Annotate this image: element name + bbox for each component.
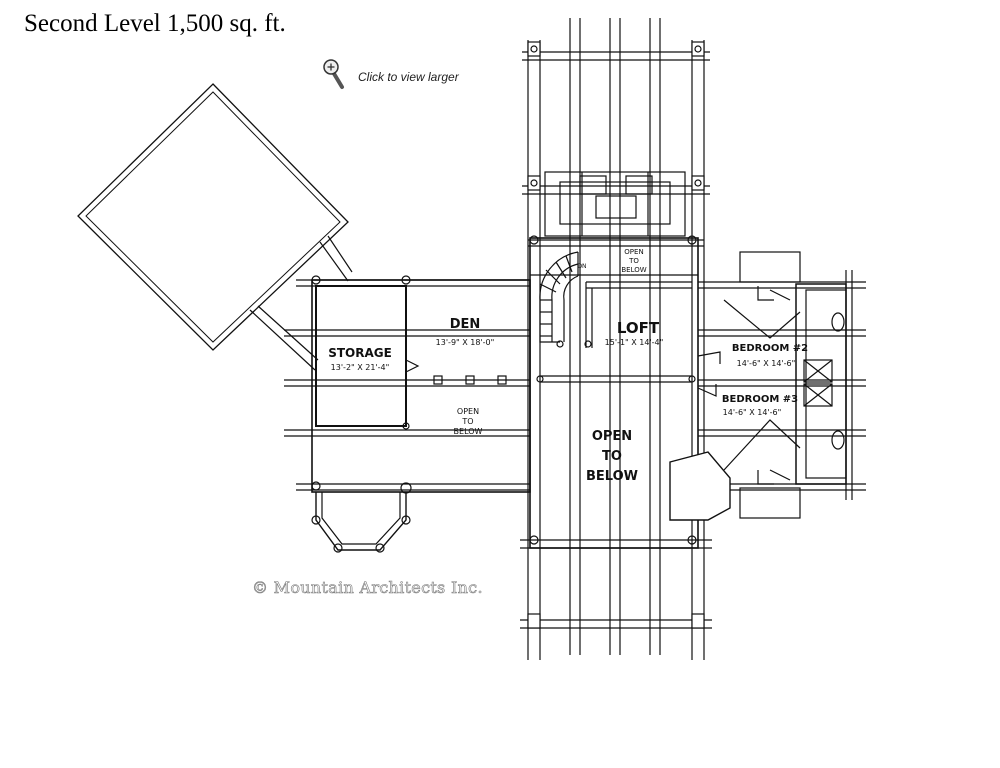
storage-dims: 13'-2" X 21'-4": [331, 363, 390, 372]
bedroom-wing: [697, 251, 866, 519]
den-dims: 13'-9" X 18'-0": [436, 338, 495, 347]
open-den-1: OPEN: [457, 407, 479, 416]
page-title: Second Level 1,500 sq. ft.: [24, 10, 286, 37]
storage-label: STORAGE: [328, 346, 392, 360]
copyright-watermark: © Mountain Architects Inc.: [252, 578, 483, 598]
curved-stair: [539, 251, 579, 343]
open-main-2: TO: [602, 449, 622, 464]
open-main-1: OPEN: [592, 429, 632, 444]
bedroom2-dims: 14'-6" X 14'-6": [737, 359, 796, 368]
octagon-bay: [311, 492, 411, 553]
open-top-2: TO: [628, 257, 639, 265]
upper-deck: [528, 171, 704, 247]
view-larger-link[interactable]: Click to view larger: [322, 58, 459, 90]
bedroom2-label: BEDROOM #2: [732, 343, 808, 354]
open-main-3: BELOW: [586, 469, 638, 484]
open-den-2: TO: [461, 417, 473, 426]
room-labels: DEN 13'-9" X 18'-0" STORAGE 13'-2" X 21'…: [328, 248, 808, 484]
bedroom3-dims: 14'-6" X 14'-6": [723, 408, 782, 417]
loft-label: LOFT: [617, 319, 660, 337]
posts: [527, 41, 705, 629]
center-beams: [520, 18, 712, 660]
open-den-3: BELOW: [454, 427, 483, 436]
view-larger-label: Click to view larger: [358, 70, 459, 84]
bedroom3-label: BEDROOM #3: [722, 394, 798, 405]
magnifier-icon: [323, 59, 344, 89]
open-top-1: OPEN: [624, 248, 643, 256]
stair-dn-label: DN: [577, 263, 586, 270]
roof-diamond: [77, 83, 353, 371]
loft-dims: 15'-1" X 14'-4": [605, 338, 664, 347]
open-top-3: BELOW: [621, 266, 646, 274]
den-wing: [284, 275, 531, 494]
angled-bay: [669, 451, 731, 521]
den-label: DEN: [450, 317, 481, 332]
